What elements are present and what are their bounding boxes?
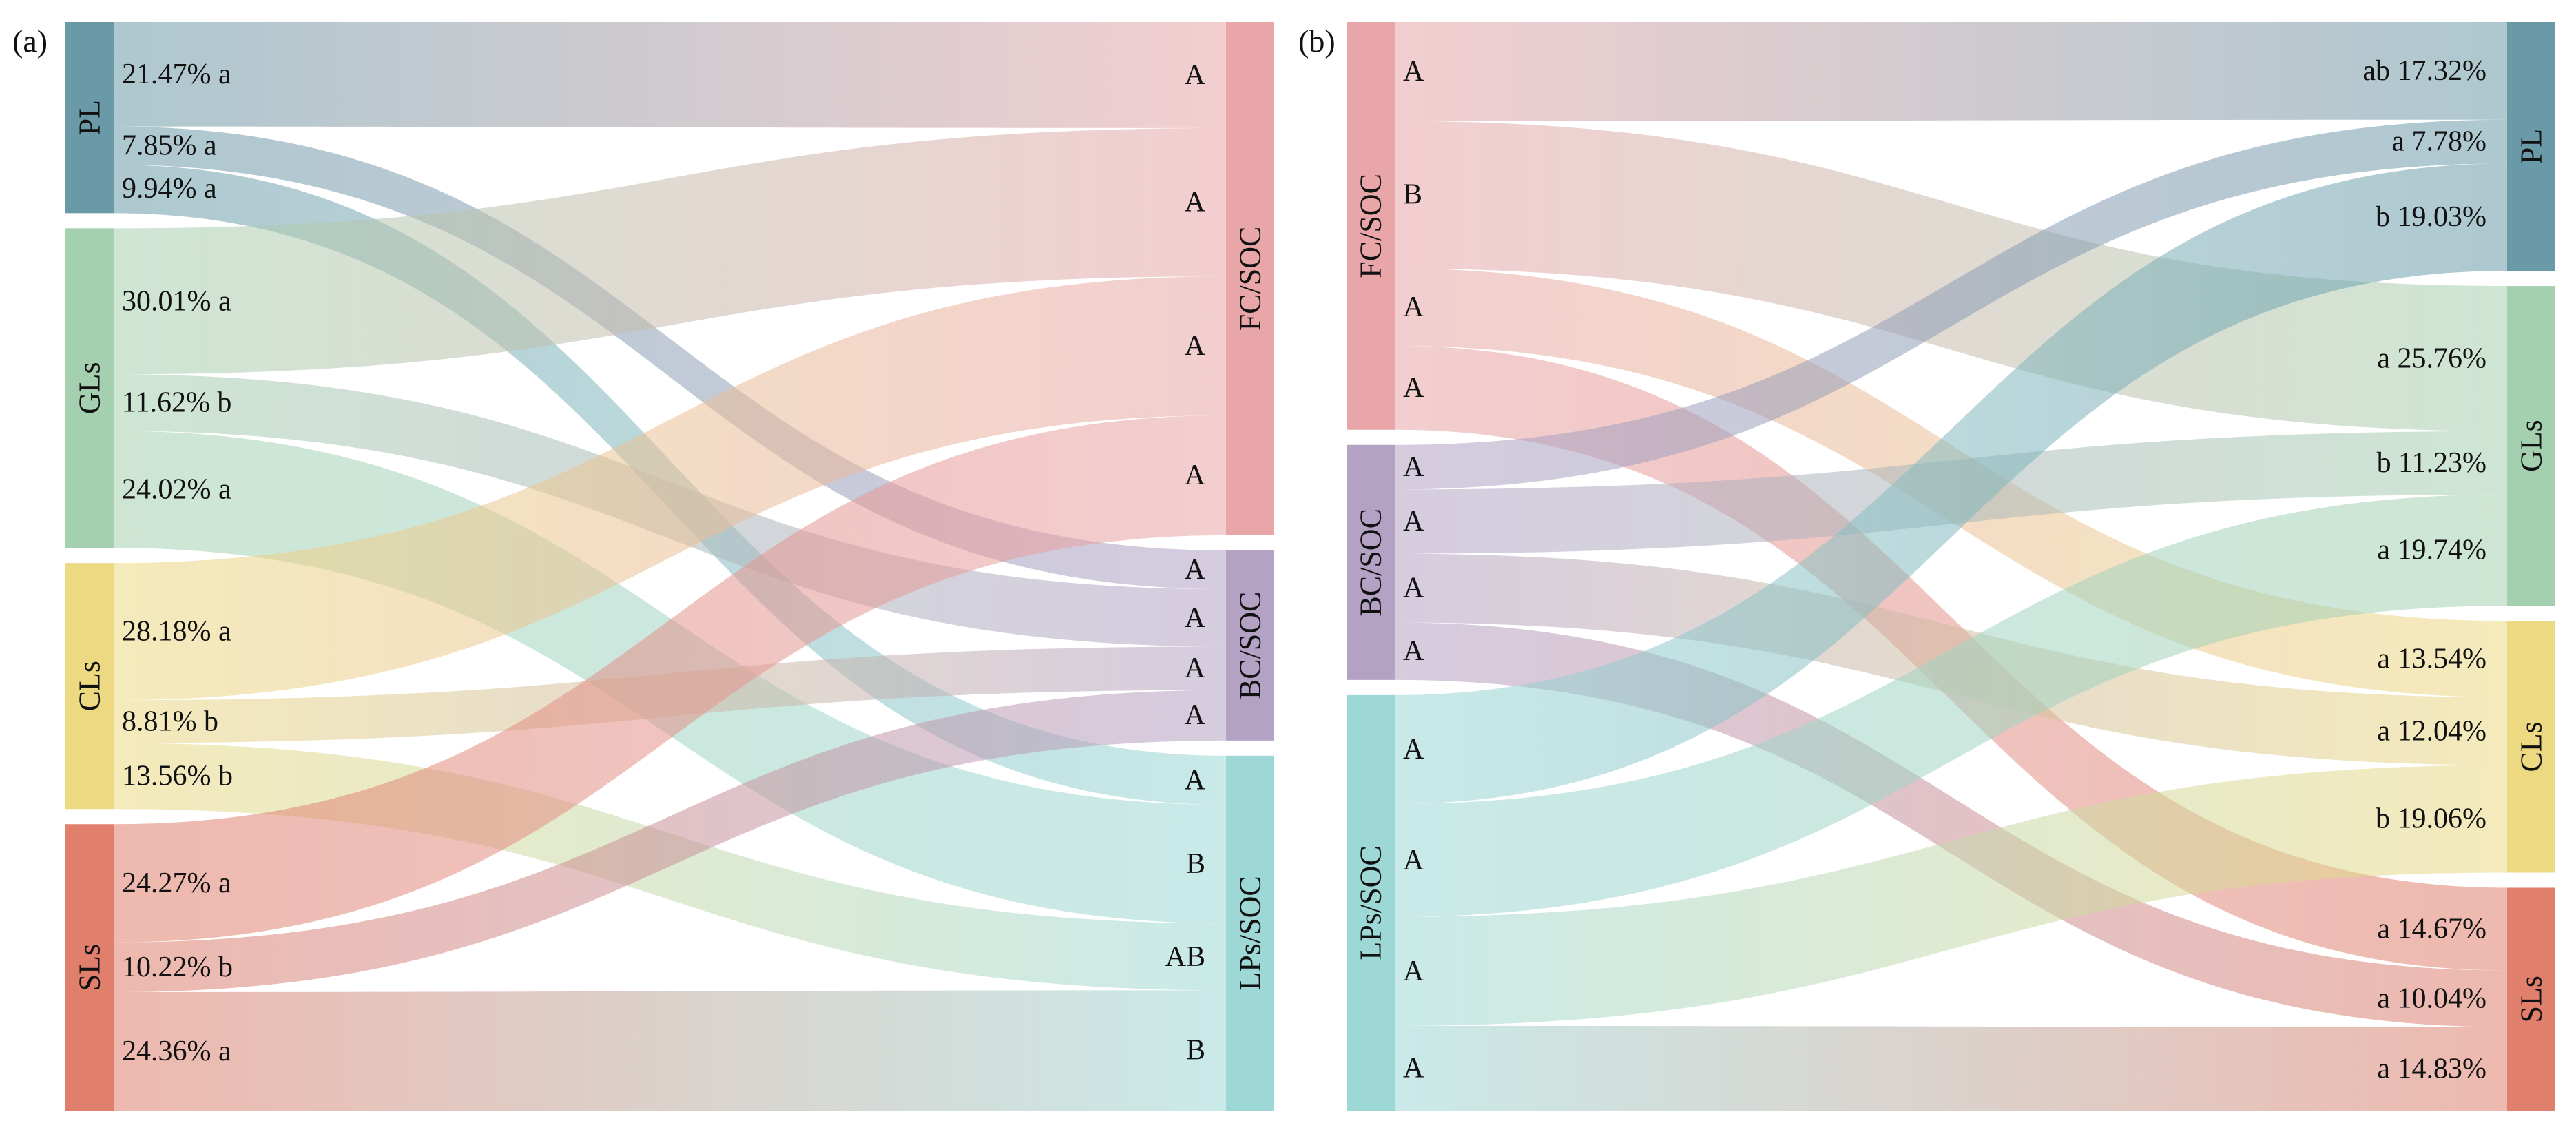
flow-source-label: A bbox=[1403, 56, 1424, 88]
left-node-gls bbox=[65, 228, 114, 548]
right-node-lps-soc bbox=[1226, 755, 1274, 1111]
flow-source-label: A bbox=[1403, 573, 1424, 604]
flow-cls-to-fc-soc bbox=[114, 276, 1226, 701]
left-node-lps-soc bbox=[1347, 694, 1395, 1111]
flow-target-label: a 14.67% bbox=[2377, 913, 2486, 945]
panel-label-a: (a) bbox=[12, 23, 48, 59]
flow-bc-soc-to-pl bbox=[1395, 119, 2507, 490]
right-node-sls bbox=[2507, 887, 2555, 1111]
flow-source-label: 8.81% b bbox=[122, 706, 218, 737]
right-node-label-fc-soc: FC/SOC bbox=[1234, 227, 1267, 331]
left-node-label-bc-soc: BC/SOC bbox=[1354, 508, 1388, 617]
flow-gls-to-fc-soc bbox=[114, 127, 1226, 375]
flow-source-label: B bbox=[1403, 179, 1422, 211]
flow-target-label: A bbox=[1185, 764, 1206, 796]
flow-source-label: 9.94% a bbox=[122, 173, 217, 205]
right-node-label-gls: GLs bbox=[2515, 420, 2548, 472]
left-node-fc-soc bbox=[1347, 22, 1395, 430]
right-node-label-bc-soc: BC/SOC bbox=[1234, 592, 1267, 700]
flow-target-label: b 19.03% bbox=[2376, 201, 2486, 233]
flow-source-label: A bbox=[1403, 1052, 1424, 1084]
flow-source-label: A bbox=[1403, 506, 1424, 537]
left-node-label-pl: PL bbox=[73, 100, 107, 135]
right-node-label-pl: PL bbox=[2515, 129, 2548, 164]
flow-source-label: A bbox=[1403, 451, 1424, 483]
flow-source-label: A bbox=[1403, 291, 1424, 323]
panel-b: FC/SOCBC/SOCLPs/SOCPLGLsCLsSLsABAAAAAAAA… bbox=[1298, 22, 2555, 1111]
flow-target-label: a 25.76% bbox=[2377, 342, 2486, 374]
flow-target-label: a 10.04% bbox=[2377, 983, 2486, 1015]
flow-target-label: b 19.06% bbox=[2376, 803, 2486, 835]
flow-fc-soc-to-gls bbox=[1395, 121, 2507, 431]
flow-target-label: B bbox=[1186, 1035, 1205, 1067]
flow-source-label: 28.18% a bbox=[122, 616, 231, 648]
flow-target-label: AB bbox=[1165, 941, 1205, 973]
flow-source-label: A bbox=[1403, 956, 1424, 987]
left-node-label-sls: SLs bbox=[73, 944, 107, 991]
flow-target-label: A bbox=[1185, 602, 1206, 634]
left-node-label-cls: CLs bbox=[73, 661, 107, 711]
flow-fc-soc-to-pl bbox=[1395, 22, 2507, 121]
flow-target-label: A bbox=[1185, 699, 1206, 731]
right-node-pl bbox=[2507, 22, 2555, 271]
left-node-cls bbox=[65, 563, 114, 810]
flow-bc-soc-to-sls bbox=[1395, 622, 2507, 1027]
right-node-label-cls: CLs bbox=[2515, 721, 2548, 772]
flow-target-label: a 13.54% bbox=[2377, 644, 2486, 675]
flow-source-label: 7.85% a bbox=[122, 130, 217, 161]
flow-target-label: a 19.74% bbox=[2377, 534, 2486, 566]
flow-sls-to-lps-soc bbox=[114, 990, 1226, 1111]
flow-source-label: A bbox=[1403, 372, 1424, 404]
flow-source-label: A bbox=[1403, 734, 1424, 765]
left-node-pl bbox=[65, 22, 114, 214]
right-node-gls bbox=[2507, 286, 2555, 606]
flow-target-label: a 12.04% bbox=[2377, 715, 2486, 747]
flow-sls-to-fc-soc bbox=[114, 415, 1226, 943]
right-node-fc-soc bbox=[1226, 22, 1274, 535]
flow-target-label: ab 17.32% bbox=[2362, 55, 2486, 87]
flow-target-label: b 11.23% bbox=[2377, 447, 2486, 479]
right-node-bc-soc bbox=[1226, 550, 1274, 741]
flow-sls-to-bc-soc bbox=[114, 690, 1226, 992]
left-node-label-gls: GLs bbox=[73, 362, 107, 414]
left-node-label-fc-soc: FC/SOC bbox=[1354, 174, 1388, 278]
flow-lps-soc-to-sls bbox=[1395, 1025, 2507, 1111]
left-node-sls bbox=[65, 824, 114, 1111]
flow-lps-soc-to-cls bbox=[1395, 765, 2507, 1026]
flow-target-label: B bbox=[1186, 848, 1205, 880]
flow-target-label: A bbox=[1185, 652, 1206, 684]
right-node-cls bbox=[2507, 621, 2555, 873]
flow-target-label: A bbox=[1185, 554, 1206, 586]
flow-source-label: A bbox=[1403, 845, 1424, 876]
flow-source-label: 24.36% a bbox=[122, 1036, 231, 1067]
left-node-bc-soc bbox=[1347, 444, 1395, 680]
flow-source-label: 24.27% a bbox=[122, 867, 231, 899]
flow-source-label: 11.62% b bbox=[122, 387, 231, 418]
flow-lps-soc-to-gls bbox=[1395, 494, 2507, 917]
flow-target-label: A bbox=[1185, 330, 1206, 362]
flow-pl-to-fc-soc bbox=[114, 22, 1226, 128]
flow-target-label: A bbox=[1185, 59, 1206, 91]
flow-source-label: 24.02% a bbox=[122, 473, 231, 505]
right-node-label-sls: SLs bbox=[2515, 976, 2548, 1022]
flow-source-label: A bbox=[1403, 635, 1424, 667]
right-node-label-lps-soc: LPs/SOC bbox=[1234, 876, 1267, 990]
flow-pl-to-bc-soc bbox=[114, 126, 1226, 590]
flow-source-label: 13.56% b bbox=[122, 760, 233, 792]
flow-target-label: A bbox=[1185, 186, 1206, 218]
left-node-label-lps-soc: LPs/SOC bbox=[1354, 845, 1388, 960]
flow-lps-soc-to-pl bbox=[1395, 163, 2507, 804]
panel-label-b: (b) bbox=[1298, 23, 1336, 59]
flow-source-label: 10.22% b bbox=[122, 951, 233, 983]
flow-source-label: 30.01% a bbox=[122, 285, 231, 317]
flow-target-label: a 7.78% bbox=[2391, 126, 2486, 158]
flow-target-label: A bbox=[1185, 460, 1206, 491]
flow-target-label: a 14.83% bbox=[2377, 1053, 2486, 1084]
flow-source-label: 21.47% a bbox=[122, 59, 231, 90]
